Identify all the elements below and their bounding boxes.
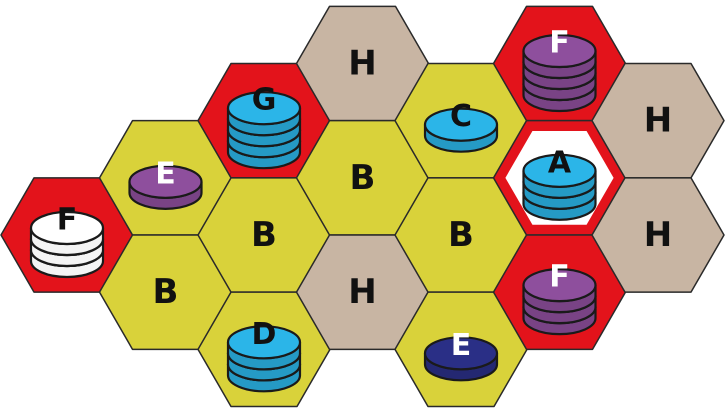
hex-tile-e[interactable]: E xyxy=(98,119,233,236)
hex-tile-f[interactable]: F xyxy=(492,5,627,122)
chip-top xyxy=(423,336,499,371)
tile-label: A xyxy=(548,145,572,180)
chip-top xyxy=(226,325,302,360)
hex-tile-f[interactable]: F xyxy=(0,177,134,293)
tile-label: H xyxy=(348,44,376,84)
hex-tile-h[interactable]: H xyxy=(295,234,430,351)
hex-tile-c[interactable]: C xyxy=(394,62,528,179)
tile-label: B xyxy=(448,215,474,255)
chip-top xyxy=(226,91,302,126)
tile-label: H xyxy=(348,272,376,312)
chip-top xyxy=(522,33,597,69)
chip-stack[interactable] xyxy=(522,268,597,336)
hex-tile-g[interactable]: G xyxy=(197,62,331,179)
hex-tile-b[interactable]: B xyxy=(98,234,233,351)
tile-label: C xyxy=(450,99,472,134)
hex-tile-a[interactable]: A xyxy=(492,119,627,236)
chip-top xyxy=(522,268,597,303)
hex-tile-f[interactable]: F xyxy=(492,234,627,351)
tile-label: B xyxy=(350,158,376,198)
tile-label: H xyxy=(644,101,672,141)
hex-tile-h[interactable]: H xyxy=(591,177,725,293)
chip-stack[interactable] xyxy=(423,107,499,153)
chip-stack[interactable] xyxy=(522,153,597,221)
chip-top xyxy=(128,164,203,199)
tile-label: H xyxy=(644,215,672,255)
chip-stack[interactable] xyxy=(29,210,105,279)
tile-label: F xyxy=(549,260,570,295)
hex-tile-e[interactable]: E xyxy=(394,291,528,408)
tile-label: E xyxy=(155,156,176,191)
chip-stack[interactable] xyxy=(128,164,203,210)
chip-stack[interactable] xyxy=(226,91,302,170)
hex-tile-h[interactable]: H xyxy=(591,62,725,179)
chip-top xyxy=(29,210,105,246)
chip-top xyxy=(423,107,499,142)
chip-stack[interactable] xyxy=(423,336,499,382)
tile-label: G xyxy=(252,83,277,118)
hex-tile-b[interactable]: B xyxy=(295,119,430,236)
hex-tile-d[interactable]: D xyxy=(197,291,331,408)
chip-top xyxy=(522,153,597,188)
tile-label: D xyxy=(252,317,277,352)
tile-label: F xyxy=(549,26,570,61)
hex-tile-b[interactable]: B xyxy=(394,177,528,293)
tile-label: B xyxy=(251,215,277,255)
chip-stack[interactable] xyxy=(226,325,302,393)
chip-stack[interactable] xyxy=(522,33,597,113)
hex-tile-h[interactable]: H xyxy=(295,5,430,122)
tile-label: B xyxy=(153,272,179,312)
tile-label: F xyxy=(57,203,78,238)
tile-label: E xyxy=(451,328,472,363)
hex-face xyxy=(591,177,725,293)
